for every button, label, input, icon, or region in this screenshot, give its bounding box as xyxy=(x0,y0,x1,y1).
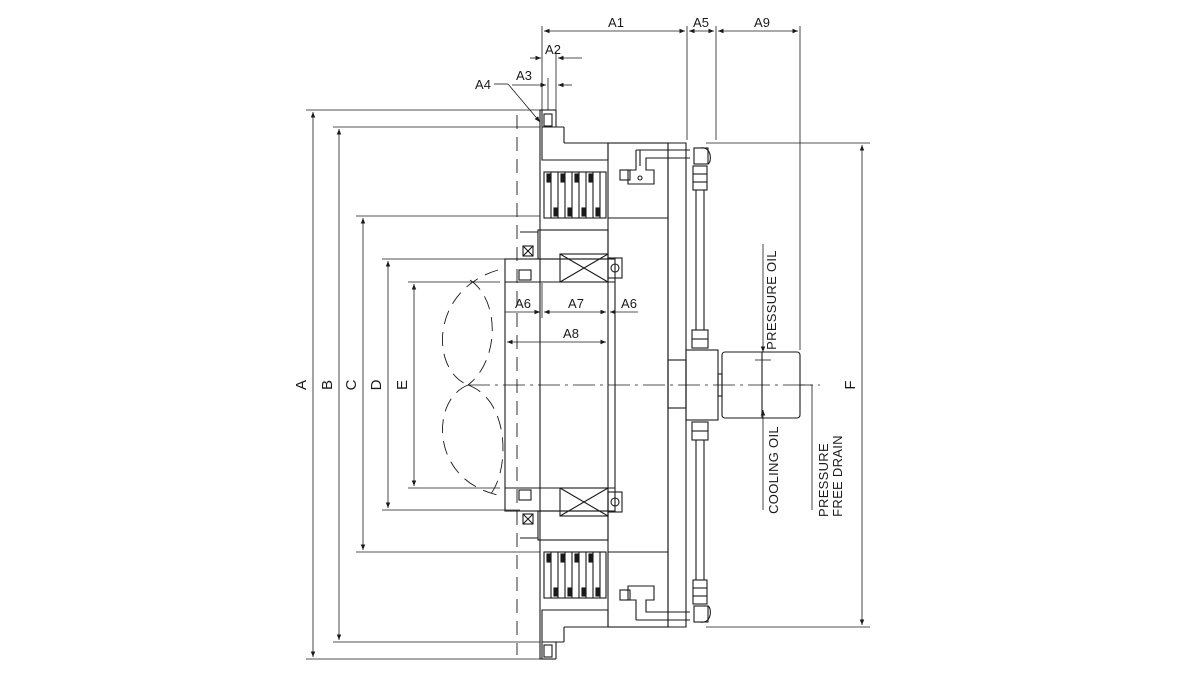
port-leaders xyxy=(755,244,813,510)
dim-label-F: F xyxy=(842,380,859,389)
dim-label-A8: A8 xyxy=(563,326,579,341)
shaft-phantom-arcs xyxy=(441,269,504,496)
outer-housing xyxy=(539,109,687,660)
bearing-bottom xyxy=(559,487,623,517)
dim-label-D: D xyxy=(368,379,385,390)
dim-label-A9: A9 xyxy=(754,15,770,30)
dim-label-B: B xyxy=(319,380,336,390)
dim-label-A5: A5 xyxy=(693,15,709,30)
dim-label-A6-left: A6 xyxy=(515,296,531,311)
diameter-dimensions-left xyxy=(310,112,417,657)
dim-label-A6-right: A6 xyxy=(621,296,637,311)
disc-pack-bottom xyxy=(543,551,607,599)
oil-piping-top xyxy=(619,147,711,349)
port-label-pressure-free-drain-2: FREE DRAIN xyxy=(830,435,845,517)
diameter-dimension-F xyxy=(706,142,870,628)
port-label-cooling-oil: COOLING OIL xyxy=(766,426,781,514)
dim-label-A4: A4 xyxy=(475,77,491,92)
bearing-top xyxy=(559,253,623,283)
axial-dimensions-inner xyxy=(504,283,638,348)
dim-label-A3: A3 xyxy=(516,68,532,83)
dim-label-A: A xyxy=(293,380,310,390)
oil-piping-bottom xyxy=(619,421,711,623)
disc-pack-top xyxy=(543,171,607,219)
port-label-pressure-oil: PRESSURE OIL xyxy=(764,250,779,350)
dim-label-C: C xyxy=(343,379,360,390)
dim-label-E: E xyxy=(394,380,411,390)
port-label-pressure-free-drain-1: PRESSURE xyxy=(816,443,831,517)
dim-label-A2: A2 xyxy=(545,42,561,57)
dim-label-A7: A7 xyxy=(568,296,584,311)
extension-lines-left xyxy=(306,109,540,660)
dim-label-A1: A1 xyxy=(608,15,624,30)
axial-dimensions-top xyxy=(494,26,801,350)
